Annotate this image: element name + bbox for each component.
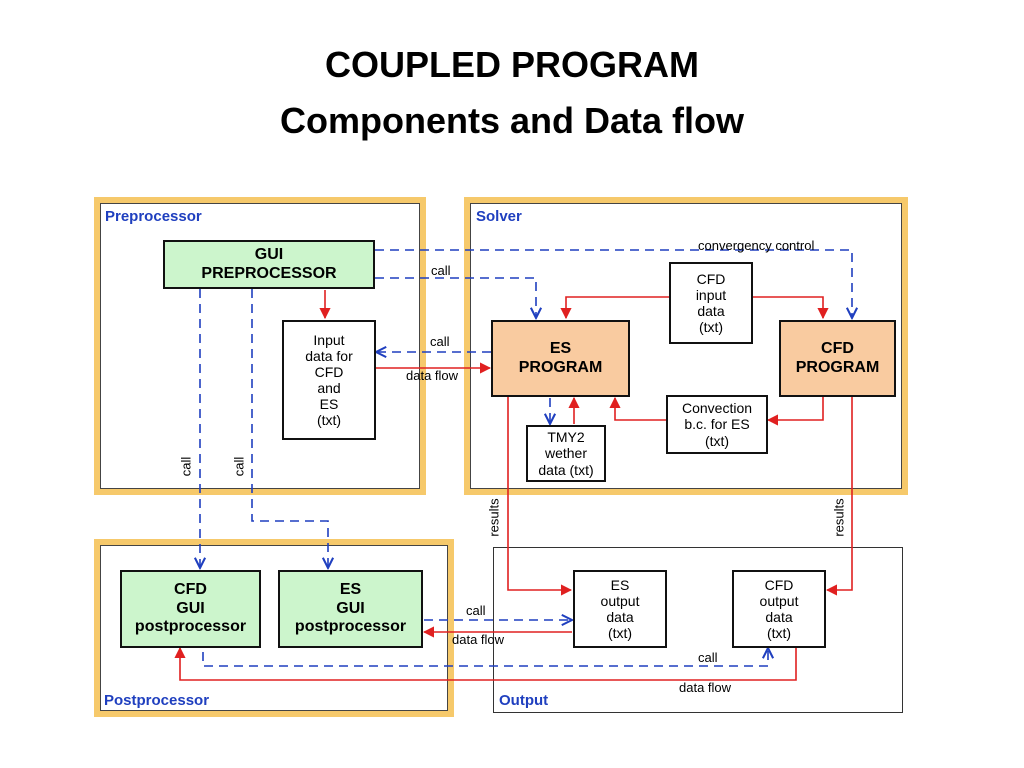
line-gui-to-es-program <box>375 277 536 318</box>
input-data-label: Input data for CFD and ES (txt) <box>305 331 353 429</box>
call-label-es-gui-out: call <box>466 603 486 618</box>
line-es-results <box>507 397 573 596</box>
call-label-left-2: call <box>231 456 247 477</box>
line-cfd-results <box>825 397 853 596</box>
data-flow-label-input-es: data flow <box>406 368 459 383</box>
cfd-gui-postprocessor-box: CFD GUI postprocessor <box>120 570 261 648</box>
tmy2-data-label: TMY2 wether data (txt) <box>538 429 594 478</box>
cfd-input-data-box: CFD input data (txt) <box>669 262 753 344</box>
es-output-data-label: ES output data (txt) <box>600 576 640 642</box>
line-cfd-input-to-cfd <box>753 296 829 320</box>
line-gui-to-es-post <box>251 289 328 568</box>
cfd-output-data-box: CFD output data (txt) <box>732 570 826 648</box>
es-program-label: ES PROGRAM <box>518 340 603 376</box>
call-label-es-input: call <box>430 334 450 349</box>
line-convection-to-es <box>609 396 666 421</box>
gui-preprocessor-label: GUI PREPROCESSOR <box>201 246 337 282</box>
preprocessor-panel <box>94 197 426 495</box>
convection-bc-label: Convection b.c. for ES (txt) <box>681 400 753 449</box>
postprocessor-panel <box>94 539 454 717</box>
postprocessor-label: Postprocessor <box>104 692 210 709</box>
cfd-output-data-label: CFD output data (txt) <box>759 576 799 642</box>
cfd-program-box: CFD PROGRAM <box>779 320 896 397</box>
data-flow-label-cfd-out: data flow <box>679 680 732 695</box>
cfd-input-data-label: CFD input data (txt) <box>695 270 727 336</box>
es-output-data-box: ES output data (txt) <box>573 570 667 648</box>
line-cfd-to-convection <box>766 397 824 426</box>
data-flow-label-es-out: data flow <box>452 632 505 647</box>
call-label-cfd-gui-out: call <box>698 650 718 665</box>
results-label-cfd: results <box>831 498 847 537</box>
es-program-box: ES PROGRAM <box>491 320 630 397</box>
line-cfd-output-to-cfd-post <box>174 646 797 681</box>
solver-panel <box>464 197 908 495</box>
gui-preprocessor-box: GUI PREPROCESSOR <box>163 240 375 289</box>
call-label-gui-es: call <box>431 263 451 278</box>
cfd-gui-postprocessor-label: CFD GUI postprocessor <box>134 581 247 636</box>
output-panel <box>493 547 903 713</box>
es-gui-postprocessor-box: ES GUI postprocessor <box>278 570 423 648</box>
results-label-es: results <box>486 498 502 537</box>
convection-bc-box: Convection b.c. for ES (txt) <box>666 395 768 454</box>
line-gui-to-cfd-program <box>375 249 852 318</box>
title-line-2: Components and Data flow <box>279 100 744 141</box>
es-gui-postprocessor-label: ES GUI postprocessor <box>294 581 407 636</box>
solver-label: Solver <box>476 208 522 225</box>
tmy2-data-box: TMY2 wether data (txt) <box>526 425 606 482</box>
cfd-program-label: CFD PROGRAM <box>795 340 880 376</box>
output-label: Output <box>499 692 549 709</box>
convergency-control-label: convergency control <box>698 238 815 253</box>
preprocessor-label: Preprocessor <box>105 208 202 225</box>
line-cfd-input-to-es <box>560 296 669 320</box>
input-data-box: Input data for CFD and ES (txt) <box>282 320 376 440</box>
title-line-1: COUPLED PROGRAM <box>324 44 699 85</box>
line-cfd-post-to-cfd-output <box>202 648 768 667</box>
call-label-left-1: call <box>178 456 194 477</box>
